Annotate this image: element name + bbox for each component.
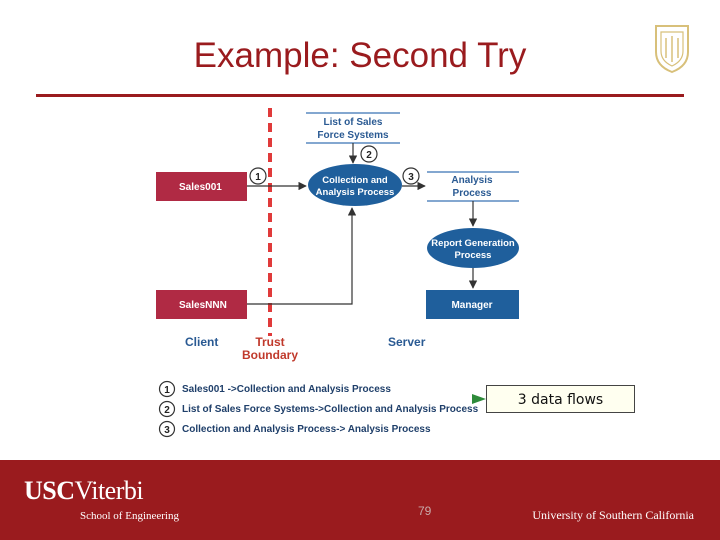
salesnnn-label: SalesNNN	[179, 300, 227, 311]
manager-label: Manager	[451, 300, 492, 311]
report-label-line2: Process	[455, 250, 492, 261]
callout-arrowhead-icon	[472, 394, 486, 404]
collection-label-line1: Collection and	[322, 175, 388, 186]
manager-box	[426, 290, 519, 319]
salesnnn-box	[156, 290, 247, 319]
analysis-label-line2: Process	[453, 188, 492, 199]
svg-text:1: 1	[164, 385, 170, 396]
legend-item-1: 1 Sales001 ->Collection and Analysis Pro…	[158, 380, 391, 398]
usc-seal-icon	[655, 25, 689, 74]
collection-process	[308, 164, 402, 206]
legend-item-2: 2 List of Sales Force Systems->Collectio…	[158, 400, 479, 418]
flow-marker-2: 2	[360, 145, 378, 163]
svg-text:3: 3	[408, 172, 414, 183]
svg-text:Sales001 ->Collection and Anal: Sales001 ->Collection and Analysis Proce…	[182, 384, 391, 395]
flow-marker-3: 3	[402, 167, 420, 185]
svg-text:Collection and Analysis Proces: Collection and Analysis Process-> Analys…	[182, 424, 431, 435]
client-label: Client	[185, 335, 218, 349]
legend-item-3: 3 Collection and Analysis Process-> Anal…	[158, 420, 431, 438]
collection-label-line2: Analysis Process	[316, 187, 395, 198]
data-flow-diagram: List of Sales Force Systems Sales001 Sal…	[156, 108, 519, 438]
report-generation-process	[427, 228, 519, 268]
flow-salesnnn-to-collection	[247, 207, 357, 305]
svg-text:1: 1	[255, 172, 261, 183]
title-divider	[36, 94, 684, 97]
slide-title: Example: Second Try	[193, 36, 527, 75]
svg-text:List of Sales Force Systems->C: List of Sales Force Systems->Collection …	[182, 404, 479, 415]
page-number: 79	[418, 504, 432, 518]
analysis-label-line1: Analysis	[451, 175, 493, 186]
sales001-box	[156, 172, 247, 201]
data-store-label-line2: Force Systems	[317, 130, 389, 141]
sales001-label: Sales001	[179, 182, 222, 193]
data-flows-callout: 3 data flows	[486, 385, 635, 413]
university-name: University of Southern California	[532, 508, 694, 522]
svg-text:2: 2	[366, 150, 372, 161]
trust-label-line1: Trust	[255, 335, 284, 349]
svg-text:2: 2	[164, 405, 170, 416]
trust-label-line2: Boundary	[242, 348, 298, 362]
svg-text:3: 3	[164, 425, 170, 436]
flow-marker-1: 1	[249, 167, 267, 185]
usc-viterbi-logo: USCViterbi	[24, 476, 144, 505]
data-store-sales-systems: List of Sales Force Systems	[306, 112, 400, 144]
school-name: School of Engineering	[80, 510, 179, 522]
footer-bar: USCViterbi School of Engineering 79 Univ…	[0, 460, 720, 540]
data-store-analysis: Analysis Process	[427, 171, 519, 202]
server-label: Server	[388, 335, 426, 349]
data-store-label-line1: List of Sales	[324, 117, 383, 128]
report-label-line1: Report Generation	[431, 238, 515, 249]
